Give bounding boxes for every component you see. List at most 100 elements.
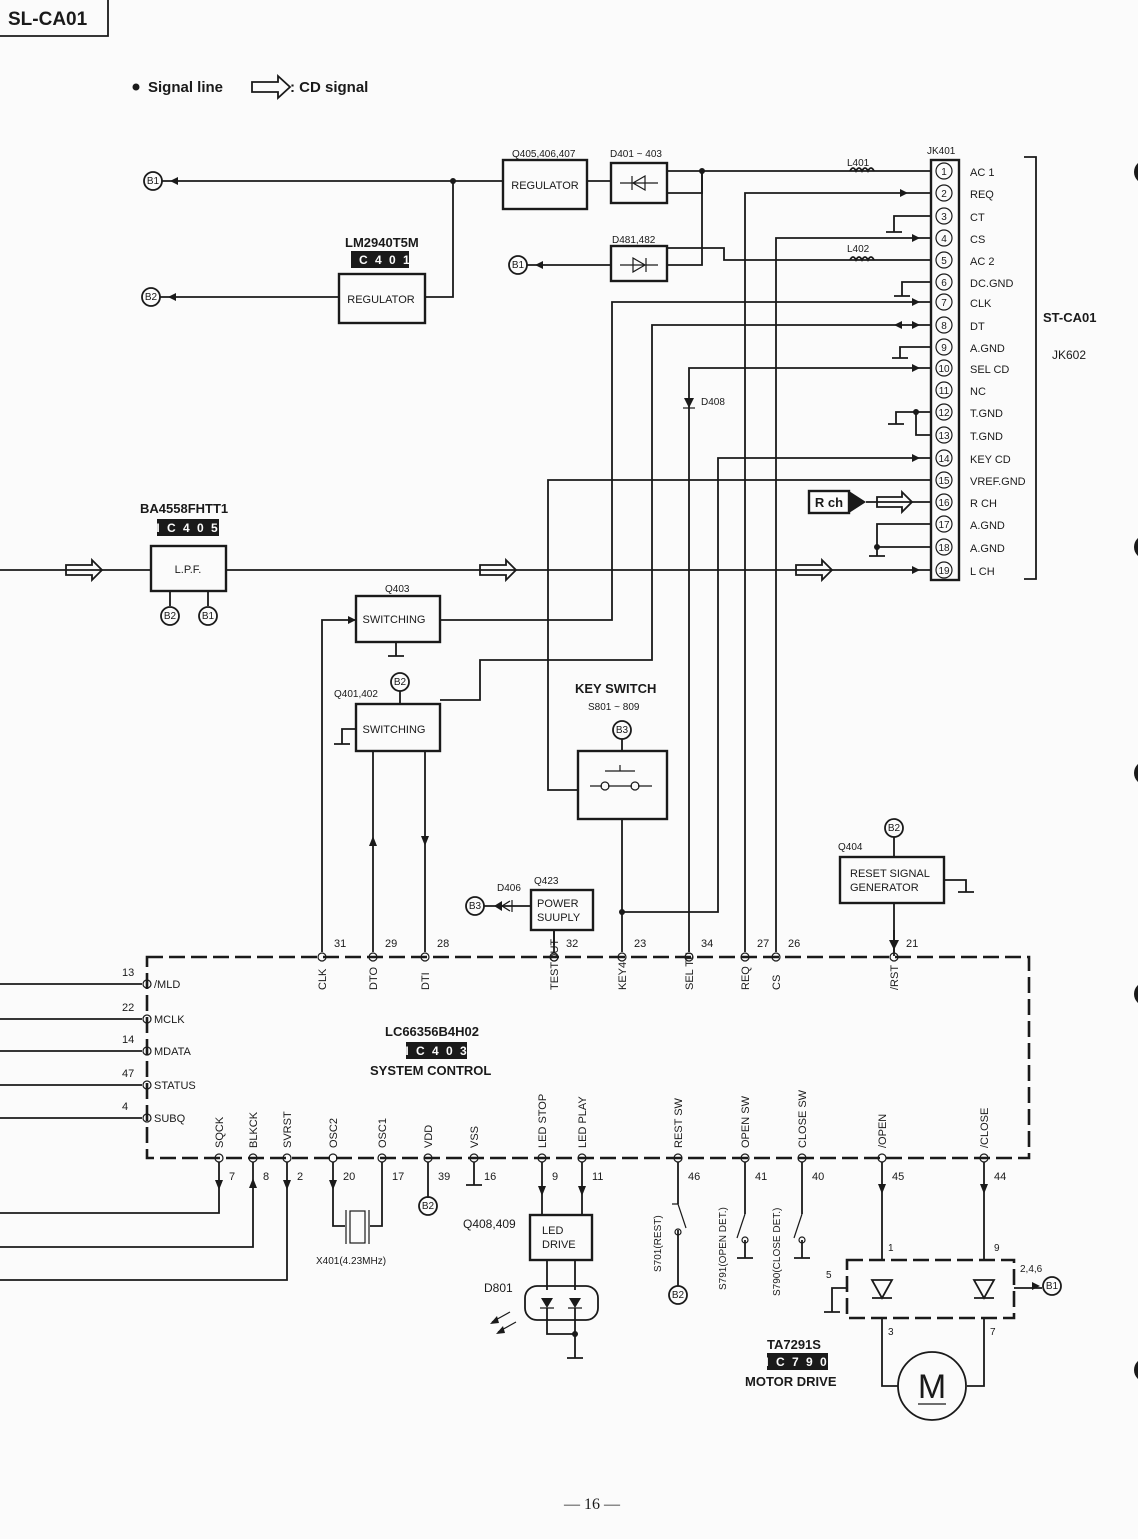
ic403-top-pin-name: DTO — [368, 967, 380, 990]
svg-text:B1: B1 — [147, 176, 160, 187]
q405-regulator-box — [501, 158, 589, 211]
ic403-bottom-pin-name: LED PLAY — [577, 1096, 589, 1148]
q405-ref: Q405,406,407 — [512, 149, 576, 160]
ic790-pin5: 5 — [826, 1270, 832, 1281]
ic790-label: MOTOR DRIVE — [745, 1374, 837, 1389]
jk401-pin-name: T.GND — [970, 431, 1003, 443]
ic401-label: REGULATOR — [347, 294, 414, 306]
motor-label: M — [918, 1368, 946, 1406]
ic403-top-pin-name: /RST — [889, 965, 901, 990]
svg-text:B2: B2 — [394, 677, 407, 688]
ic403-top-pin-name: CS — [771, 975, 783, 990]
ic401-ref: I C 4 0 1 — [348, 253, 411, 267]
jk401-pin-name: REQ — [970, 189, 994, 201]
page-label: SL-CA01 — [8, 9, 88, 30]
ic403-bottom-pin-name: SQCK — [214, 1116, 226, 1148]
ic403-bottom-pin-name: REST SW — [673, 1097, 685, 1148]
ic403-left-pin-name: MCLK — [154, 1014, 185, 1026]
jk401-pin-number: 9 — [941, 343, 947, 354]
ic403-bottom-pin: 11 LED PLAY — [577, 1096, 603, 1183]
ic403-ref: I C 4 0 3 — [405, 1044, 468, 1058]
ic403-bottom-pin-name: OPEN SW — [740, 1095, 752, 1148]
ic403-top-pin-number: 23 — [634, 938, 646, 950]
ic790-pin7: 7 — [990, 1327, 996, 1338]
ic403-bottom-pin-name: VDD — [423, 1125, 435, 1148]
ic403-top-pin-number: 29 — [385, 938, 397, 950]
ic403-top-pin-number: 26 — [788, 938, 800, 950]
q401-label: SWITCHING — [363, 724, 426, 736]
ic403-bottom-pin-name: SVRST — [282, 1111, 294, 1148]
ic403-bottom-pins: 7SQCK8BLKCK2SVRST20OSC217OSC139VDD16VSS9… — [214, 1089, 1006, 1183]
d801-label: D801 — [484, 1281, 513, 1295]
jk401-pin-name: AC 1 — [970, 167, 994, 179]
ic403-bottom-pin-number: 11 — [592, 1171, 603, 1183]
ic405-ref: I C 4 0 5 — [156, 521, 219, 535]
d481-diode-box — [609, 244, 669, 283]
q408-label-2: DRIVE — [542, 1239, 576, 1251]
jk401-pin-number: 13 — [938, 431, 950, 442]
jk401-ref: JK401 — [927, 146, 956, 157]
ic403-left-pin-number: 22 — [122, 1002, 134, 1014]
ic403-bottom-pin-number: 44 — [994, 1171, 1006, 1183]
ic790-part: TA7291S — [767, 1337, 821, 1352]
jk401-pin: 15 VREF.GND — [935, 471, 1026, 489]
jk401-pin-name: A.GND — [970, 520, 1005, 532]
ic403-top-pin-name: SEL TU — [684, 952, 696, 990]
ic403-top-pin-number: 32 — [566, 938, 578, 950]
ic403-bottom-pin: 44/CLOSE — [979, 1108, 1006, 1183]
q423-label-1: POWER — [537, 898, 579, 910]
ic790-pin246: 2,4,6 — [1020, 1264, 1043, 1275]
ic405-lpf-box — [149, 544, 228, 593]
legend-signal-line: Signal line — [148, 79, 223, 96]
jk401-pin-number: 8 — [941, 321, 947, 332]
ic403-bottom-pin-number: 40 — [812, 1171, 824, 1183]
jk401-pin-number: 3 — [941, 212, 947, 223]
b2-supply-reset: B2 — [884, 818, 904, 838]
ic403-top-pin-number: 34 — [701, 938, 713, 950]
jk401-pin: 13 T.GND — [935, 426, 1003, 444]
ic790-body — [845, 1258, 1016, 1320]
q423-label-2: SUUPLY — [537, 912, 581, 924]
ic403-bottom-pin: 45/OPEN — [877, 1114, 904, 1183]
jk401-pin-name: CLK — [970, 298, 992, 310]
b2-supply-lpf: B2 — [160, 606, 180, 626]
ic403-top-pin-name: REQ — [740, 966, 752, 990]
motor-symbol — [897, 1351, 967, 1421]
jk602-label: JK602 — [1052, 348, 1086, 362]
ic403-top-pin-name: DTI — [420, 972, 432, 990]
ic403-bottom-pin-name: VSS — [469, 1126, 481, 1148]
ic403-bottom-pin-number: 41 — [755, 1171, 767, 1183]
svg-text:B3: B3 — [616, 725, 629, 736]
jk401-pin-number: 15 — [938, 476, 950, 487]
ic403-bottom-pin-number: 7 — [229, 1171, 235, 1183]
jk401-pin-number: 16 — [938, 498, 950, 509]
x401-label: X401(4.23MHz) — [316, 1256, 386, 1267]
q404-label-2: GENERATOR — [850, 882, 919, 894]
page-label-box: SL-CA01 — [0, 0, 109, 37]
svg-text:B2: B2 — [672, 1290, 685, 1301]
jk401-pin-number: 1 — [941, 167, 947, 178]
ic403-bottom-pin-name: /OPEN — [877, 1114, 889, 1148]
svg-text:B2: B2 — [422, 1201, 435, 1212]
jk401-pin-name: VREF.GND — [970, 476, 1026, 488]
d401-ref: D401 ~ 403 — [610, 149, 662, 160]
ic403-bottom-pin-number: 16 — [484, 1171, 496, 1183]
jk401-pin-name: L CH — [970, 566, 995, 578]
q423-power-box — [529, 888, 595, 932]
ic403-body — [145, 955, 1031, 1160]
ic403-part: LC66356B4H02 — [385, 1024, 479, 1039]
